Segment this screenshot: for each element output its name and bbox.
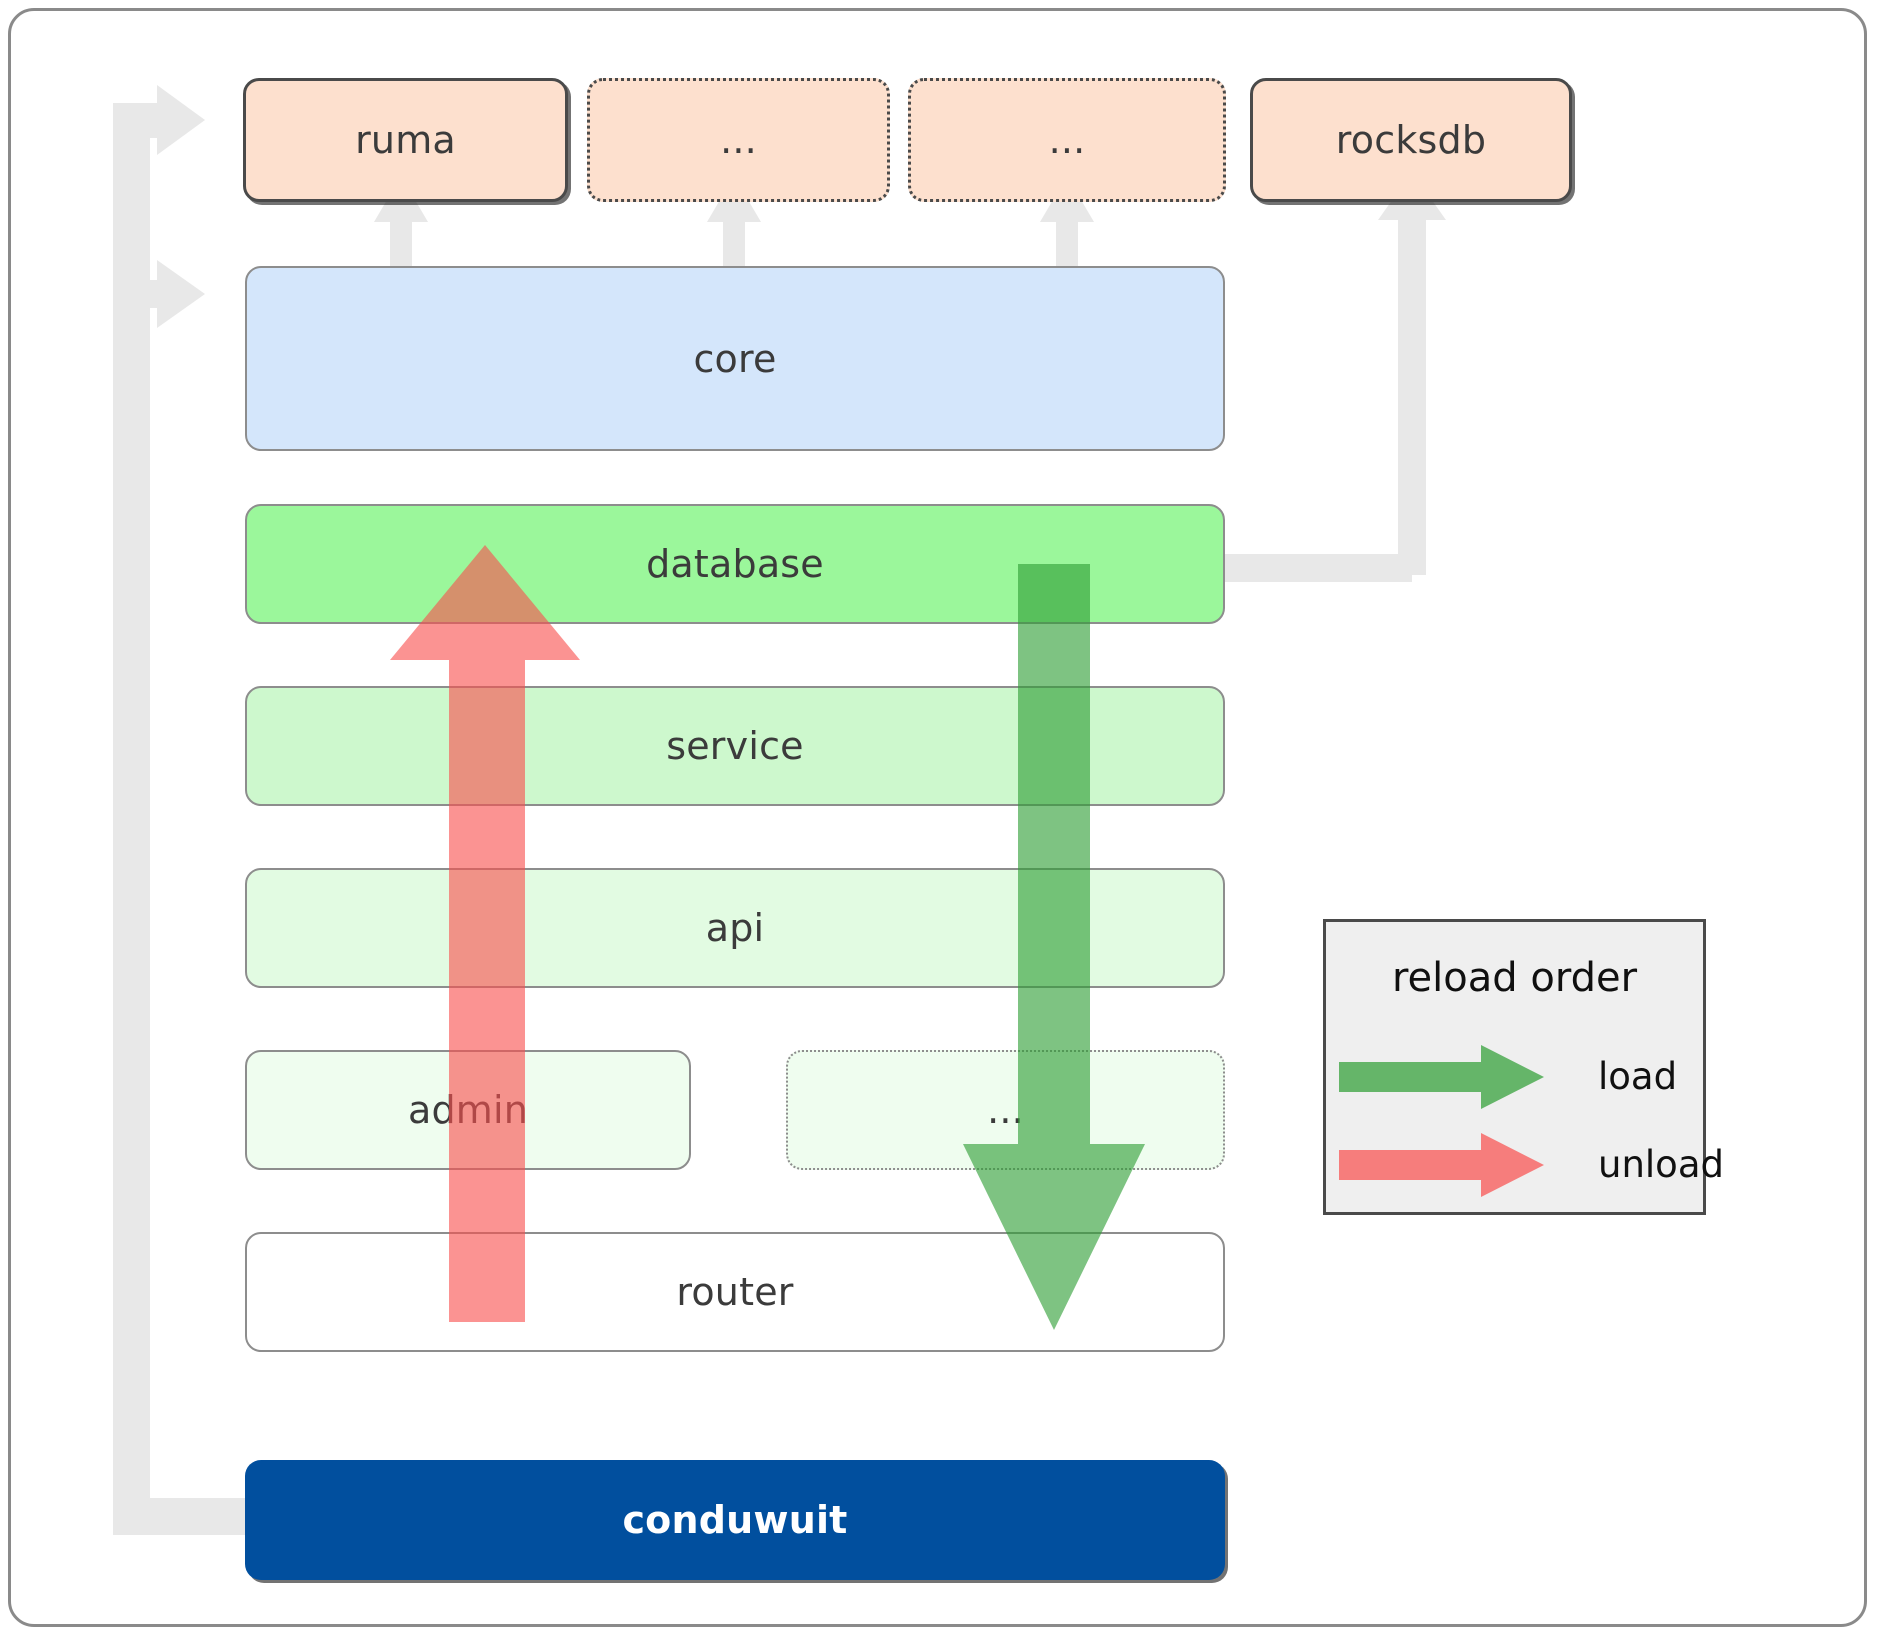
legend-row-unload: unload <box>1326 1133 1724 1197</box>
legend-row-load: load <box>1326 1045 1703 1109</box>
dep-box-ellipsis-2-label: ... <box>1048 118 1086 162</box>
dep-box-ruma-label: ruma <box>355 118 456 162</box>
legend-panel: reload order load unload <box>1323 919 1724 1215</box>
arrowhead-ruma <box>157 85 205 155</box>
dep-box-ellipsis-1[interactable]: ... <box>587 78 890 202</box>
layer-ellipsis[interactable]: ... <box>786 1050 1225 1170</box>
layer-api[interactable]: api <box>245 868 1225 988</box>
layer-service-label: service <box>666 724 804 768</box>
layer-router-label: router <box>676 1270 794 1314</box>
legend-title: reload order <box>1391 955 1638 1001</box>
arrow-conduwuit-to-ruma-stem <box>113 103 160 138</box>
layer-admin-label: admin <box>407 1088 529 1132</box>
layer-database-label: database <box>646 542 824 586</box>
binary-conduwuit[interactable]: conduwuit <box>245 1460 1225 1580</box>
legend-load-label: load <box>1598 1055 1678 1098</box>
binary-conduwuit-label: conduwuit <box>622 1498 848 1542</box>
layer-service[interactable]: service <box>245 686 1225 806</box>
layer-ellipsis-label: ... <box>987 1088 1024 1132</box>
dep-box-ellipsis-1-label: ... <box>720 118 757 162</box>
stem-core <box>113 280 163 308</box>
layer-api-label: api <box>705 906 765 950</box>
layer-core-label: core <box>693 336 777 381</box>
legend-unload-arrow-icon <box>1339 1133 1544 1197</box>
arrow-conduwuit-to-ruma <box>113 120 246 1535</box>
dep-box-ruma[interactable]: ruma <box>243 78 568 202</box>
legend-load-arrow-icon <box>1339 1045 1544 1109</box>
arrowhead-core <box>157 260 205 328</box>
legend-unload-label: unload <box>1598 1143 1724 1186</box>
layer-database[interactable]: database <box>245 504 1225 624</box>
dep-box-rocksdb[interactable]: rocksdb <box>1250 78 1572 202</box>
layer-router[interactable]: router <box>245 1232 1225 1352</box>
dep-box-rocksdb-label: rocksdb <box>1335 118 1487 162</box>
layer-admin[interactable]: admin <box>245 1050 691 1170</box>
stem-conduwuit-bottom <box>113 1505 248 1533</box>
dep-box-ellipsis-2[interactable]: ... <box>908 78 1226 202</box>
stem-ruma <box>113 106 163 134</box>
stem-rocksdb-vertical <box>1398 215 1426 575</box>
layer-core[interactable]: core <box>245 266 1225 451</box>
